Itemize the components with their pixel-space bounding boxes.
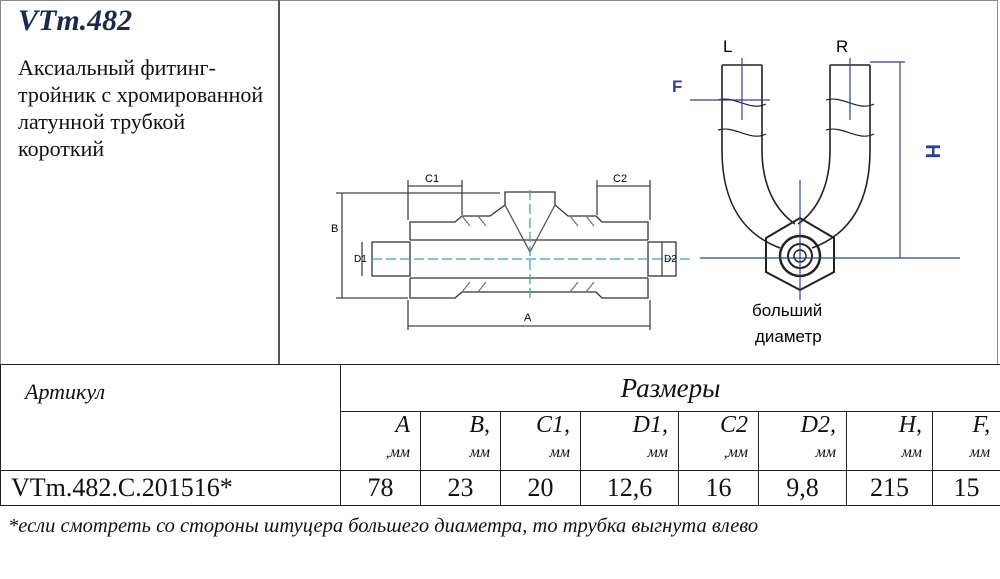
value-c1: 20 — [500, 470, 581, 506]
bent-tube-drawing — [717, 64, 875, 292]
value-h: 215 — [846, 470, 933, 506]
value-d2: 9,8 — [758, 470, 847, 506]
column-header: D1,мм — [580, 411, 679, 471]
label-l: L — [723, 37, 732, 56]
label-r: R — [836, 37, 848, 56]
column-header: C2,мм — [678, 411, 759, 471]
value-b: 23 — [420, 470, 501, 506]
label-b: B — [331, 223, 338, 235]
value-c2: 16 — [678, 470, 759, 506]
technical-drawing: C1 C2 B D1 D2 A L R F H больший диаметр — [331, 37, 960, 346]
label-d1: D1 — [354, 254, 367, 265]
column-header: A,мм — [340, 411, 421, 471]
article-value: VTm.482.C.201516* — [0, 470, 341, 506]
label-h: H — [921, 144, 943, 158]
footnote: *если смотреть со стороны штуцера больше… — [8, 515, 759, 537]
value-f: 15 — [931, 470, 1000, 506]
caption-larger: больший — [752, 301, 822, 320]
header-divider — [278, 0, 280, 364]
column-header: H,мм — [846, 411, 933, 471]
value-a: 78 — [340, 470, 421, 506]
column-header: B,мм — [420, 411, 501, 471]
column-header: C1,мм — [500, 411, 581, 471]
column-header: F,мм — [931, 411, 1000, 471]
dimensions-table: Артикул Размеры A,мм B,мм C1,мм D1,мм C2… — [0, 364, 1000, 506]
caption-diameter: диаметр — [755, 327, 822, 346]
tee-fitting-drawing — [336, 180, 690, 330]
column-header: D2,мм — [758, 411, 847, 471]
article-header: Артикул — [0, 364, 341, 471]
product-title: VTm.482 — [18, 4, 133, 37]
sizes-header: Размеры — [339, 364, 1000, 412]
table-row: VTm.482.C.201516* 78 23 20 12,6 16 9,8 2… — [0, 470, 1000, 506]
label-c2: C2 — [613, 173, 627, 185]
product-description: Аксиальный фитинг-тройник с хромированно… — [18, 55, 264, 161]
label-f: F — [672, 77, 682, 96]
label-d2: D2 — [664, 254, 677, 265]
value-d1: 12,6 — [580, 470, 679, 506]
header-frame — [0, 0, 998, 364]
label-c1: C1 — [425, 173, 439, 185]
label-a: A — [524, 312, 532, 324]
